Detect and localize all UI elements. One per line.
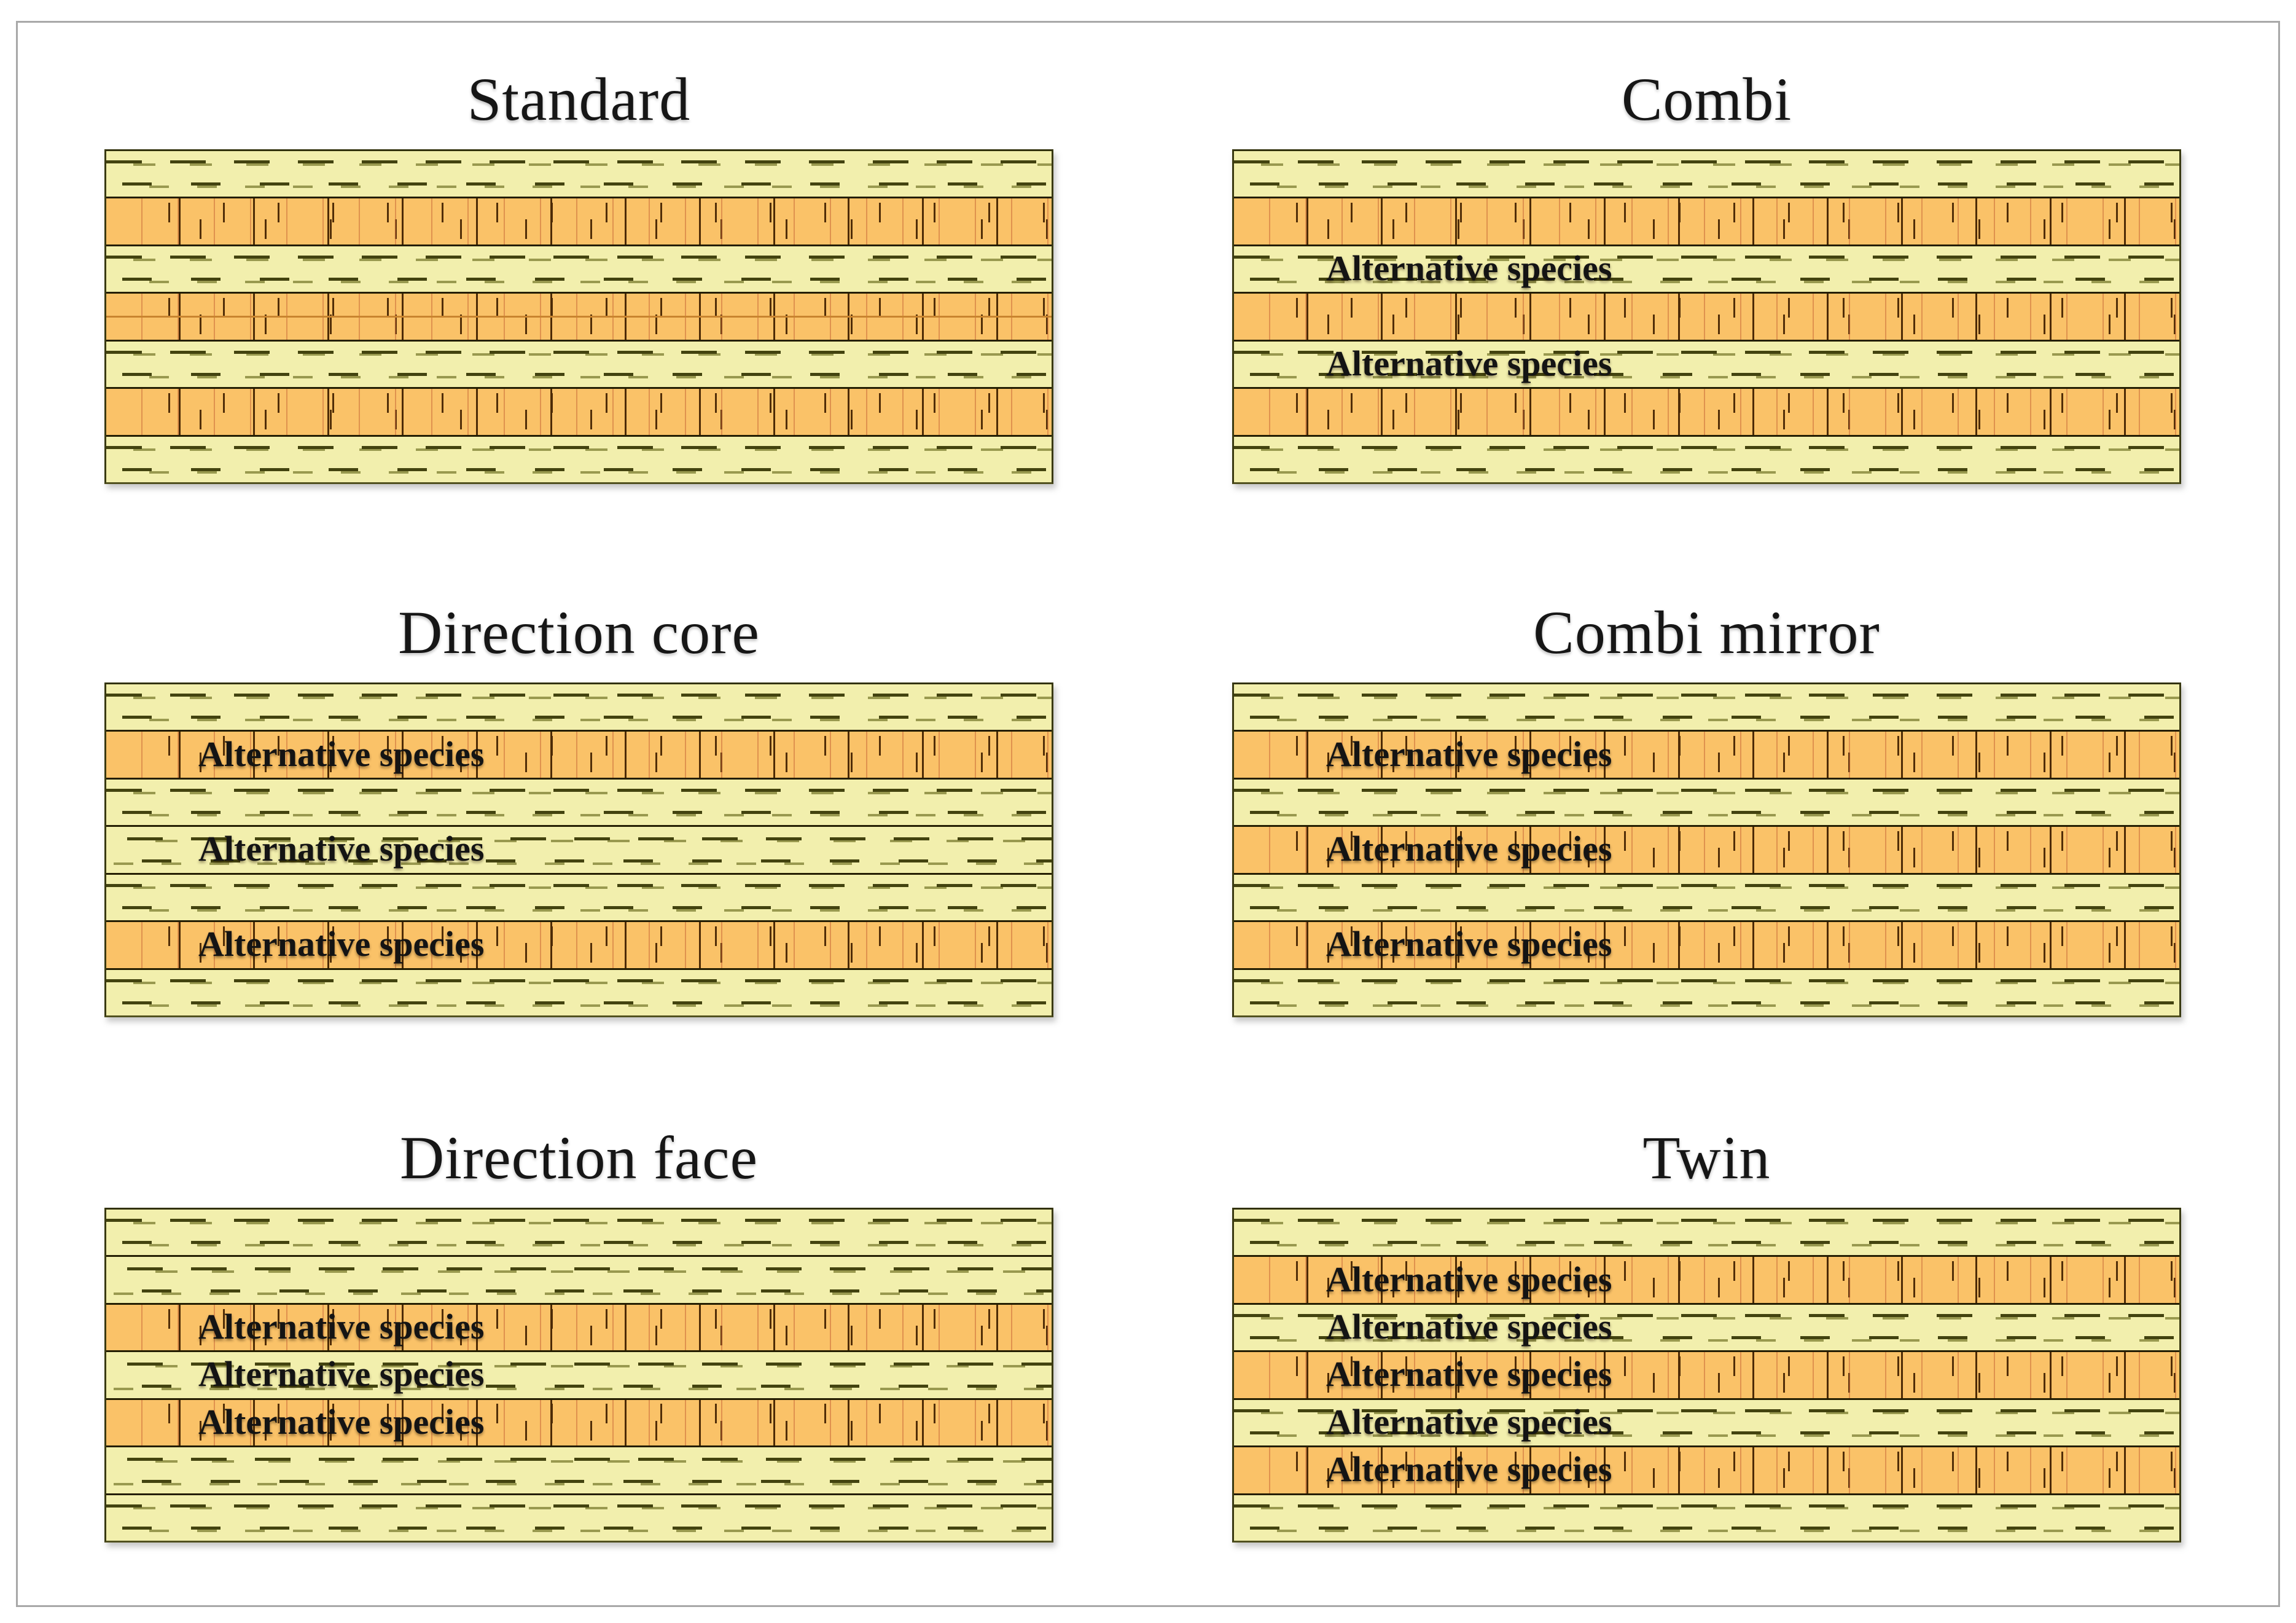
panel-standard	[104, 149, 1053, 484]
layer-long	[1234, 684, 2179, 730]
layer-long-alternative-species: Alternative species	[1234, 244, 2179, 292]
layer-cross-alternative-species: Alternative species	[1234, 1255, 2179, 1303]
layer-long	[106, 968, 1052, 1015]
layer-cross	[1234, 387, 2179, 435]
alternative-species-label: Alternative species	[198, 829, 485, 869]
layer-long-alternative-species: Alternative species	[1234, 339, 2179, 388]
layer-long	[106, 434, 1052, 482]
panel-title-direction-face: Direction face	[399, 1124, 759, 1192]
alternative-species-label: Alternative species	[198, 1307, 485, 1347]
layer-long	[106, 339, 1052, 388]
alternative-species-label: Alternative species	[1326, 248, 1612, 289]
layer-cross-alternative-species: Alternative species	[1234, 1350, 2179, 1398]
layer-long	[1234, 434, 2179, 482]
layer-long	[106, 1255, 1052, 1303]
panel-title-combi-mirror: Combi mirror	[1533, 598, 1880, 667]
alternative-species-label: Alternative species	[1326, 733, 1612, 774]
layer-long	[106, 777, 1052, 826]
alternative-species-label: Alternative species	[198, 1354, 485, 1394]
layer-long-alternative-species: Alternative species	[106, 825, 1052, 873]
layer-cross-alternative-species: Alternative species	[1234, 825, 2179, 873]
layer-long	[1234, 968, 2179, 1015]
panel-title-standard: Standard	[467, 65, 691, 133]
alternative-species-label: Alternative species	[1326, 1307, 1612, 1347]
layer-long	[1234, 1493, 2179, 1541]
layer-cross-alternative-species: Alternative species	[1234, 920, 2179, 968]
alternative-species-label: Alternative species	[198, 1402, 485, 1442]
layer-cross	[106, 387, 1052, 435]
layer-cross	[106, 197, 1052, 244]
layer-long	[106, 1493, 1052, 1541]
layer-cross-alternative-species: Alternative species	[106, 1302, 1052, 1351]
alternative-species-label: Alternative species	[1326, 1354, 1612, 1394]
alternative-species-label: Alternative species	[1326, 1402, 1612, 1442]
alternative-species-label: Alternative species	[1326, 924, 1612, 964]
layer-long-alternative-species: Alternative species	[106, 1350, 1052, 1398]
layer-long	[106, 1210, 1052, 1256]
layer-cross	[1234, 197, 2179, 244]
layer-long-alternative-species: Alternative species	[1234, 1398, 2179, 1446]
cell-standard: Standard	[104, 49, 1053, 484]
layer-long	[1234, 151, 2179, 197]
alternative-species-label: Alternative species	[1326, 829, 1612, 869]
layer-cross-alternative-species: Alternative species	[1234, 730, 2179, 778]
layer-long	[1234, 1210, 2179, 1256]
alternative-species-label: Alternative species	[198, 733, 485, 774]
layer-long	[106, 684, 1052, 730]
layer-cross-alternative-species: Alternative species	[106, 1398, 1052, 1446]
alternative-species-label: Alternative species	[1326, 1259, 1612, 1299]
alternative-species-label: Alternative species	[198, 924, 485, 964]
layer-cross-alternative-species: Alternative species	[106, 730, 1052, 778]
layer-long	[106, 151, 1052, 197]
layer-long	[106, 1445, 1052, 1493]
layer-long-alternative-species: Alternative species	[1234, 1302, 2179, 1351]
alternative-species-label: Alternative species	[1326, 343, 1612, 384]
panel-title-combi: Combi	[1621, 65, 1792, 133]
layer-cross-alternative-species: Alternative species	[1234, 1445, 2179, 1493]
alternative-species-label: Alternative species	[1326, 1449, 1612, 1490]
panel-title-direction-core: Direction core	[398, 598, 760, 667]
panel-title-twin: Twin	[1642, 1124, 1771, 1192]
layer-cross-alternative-species: Alternative species	[106, 920, 1052, 968]
layer-long	[106, 872, 1052, 921]
layer-long	[106, 244, 1052, 292]
layer-long	[1234, 777, 2179, 826]
layer-long	[1234, 872, 2179, 921]
layer-cross	[106, 292, 1052, 340]
layer-cross	[1234, 292, 2179, 340]
